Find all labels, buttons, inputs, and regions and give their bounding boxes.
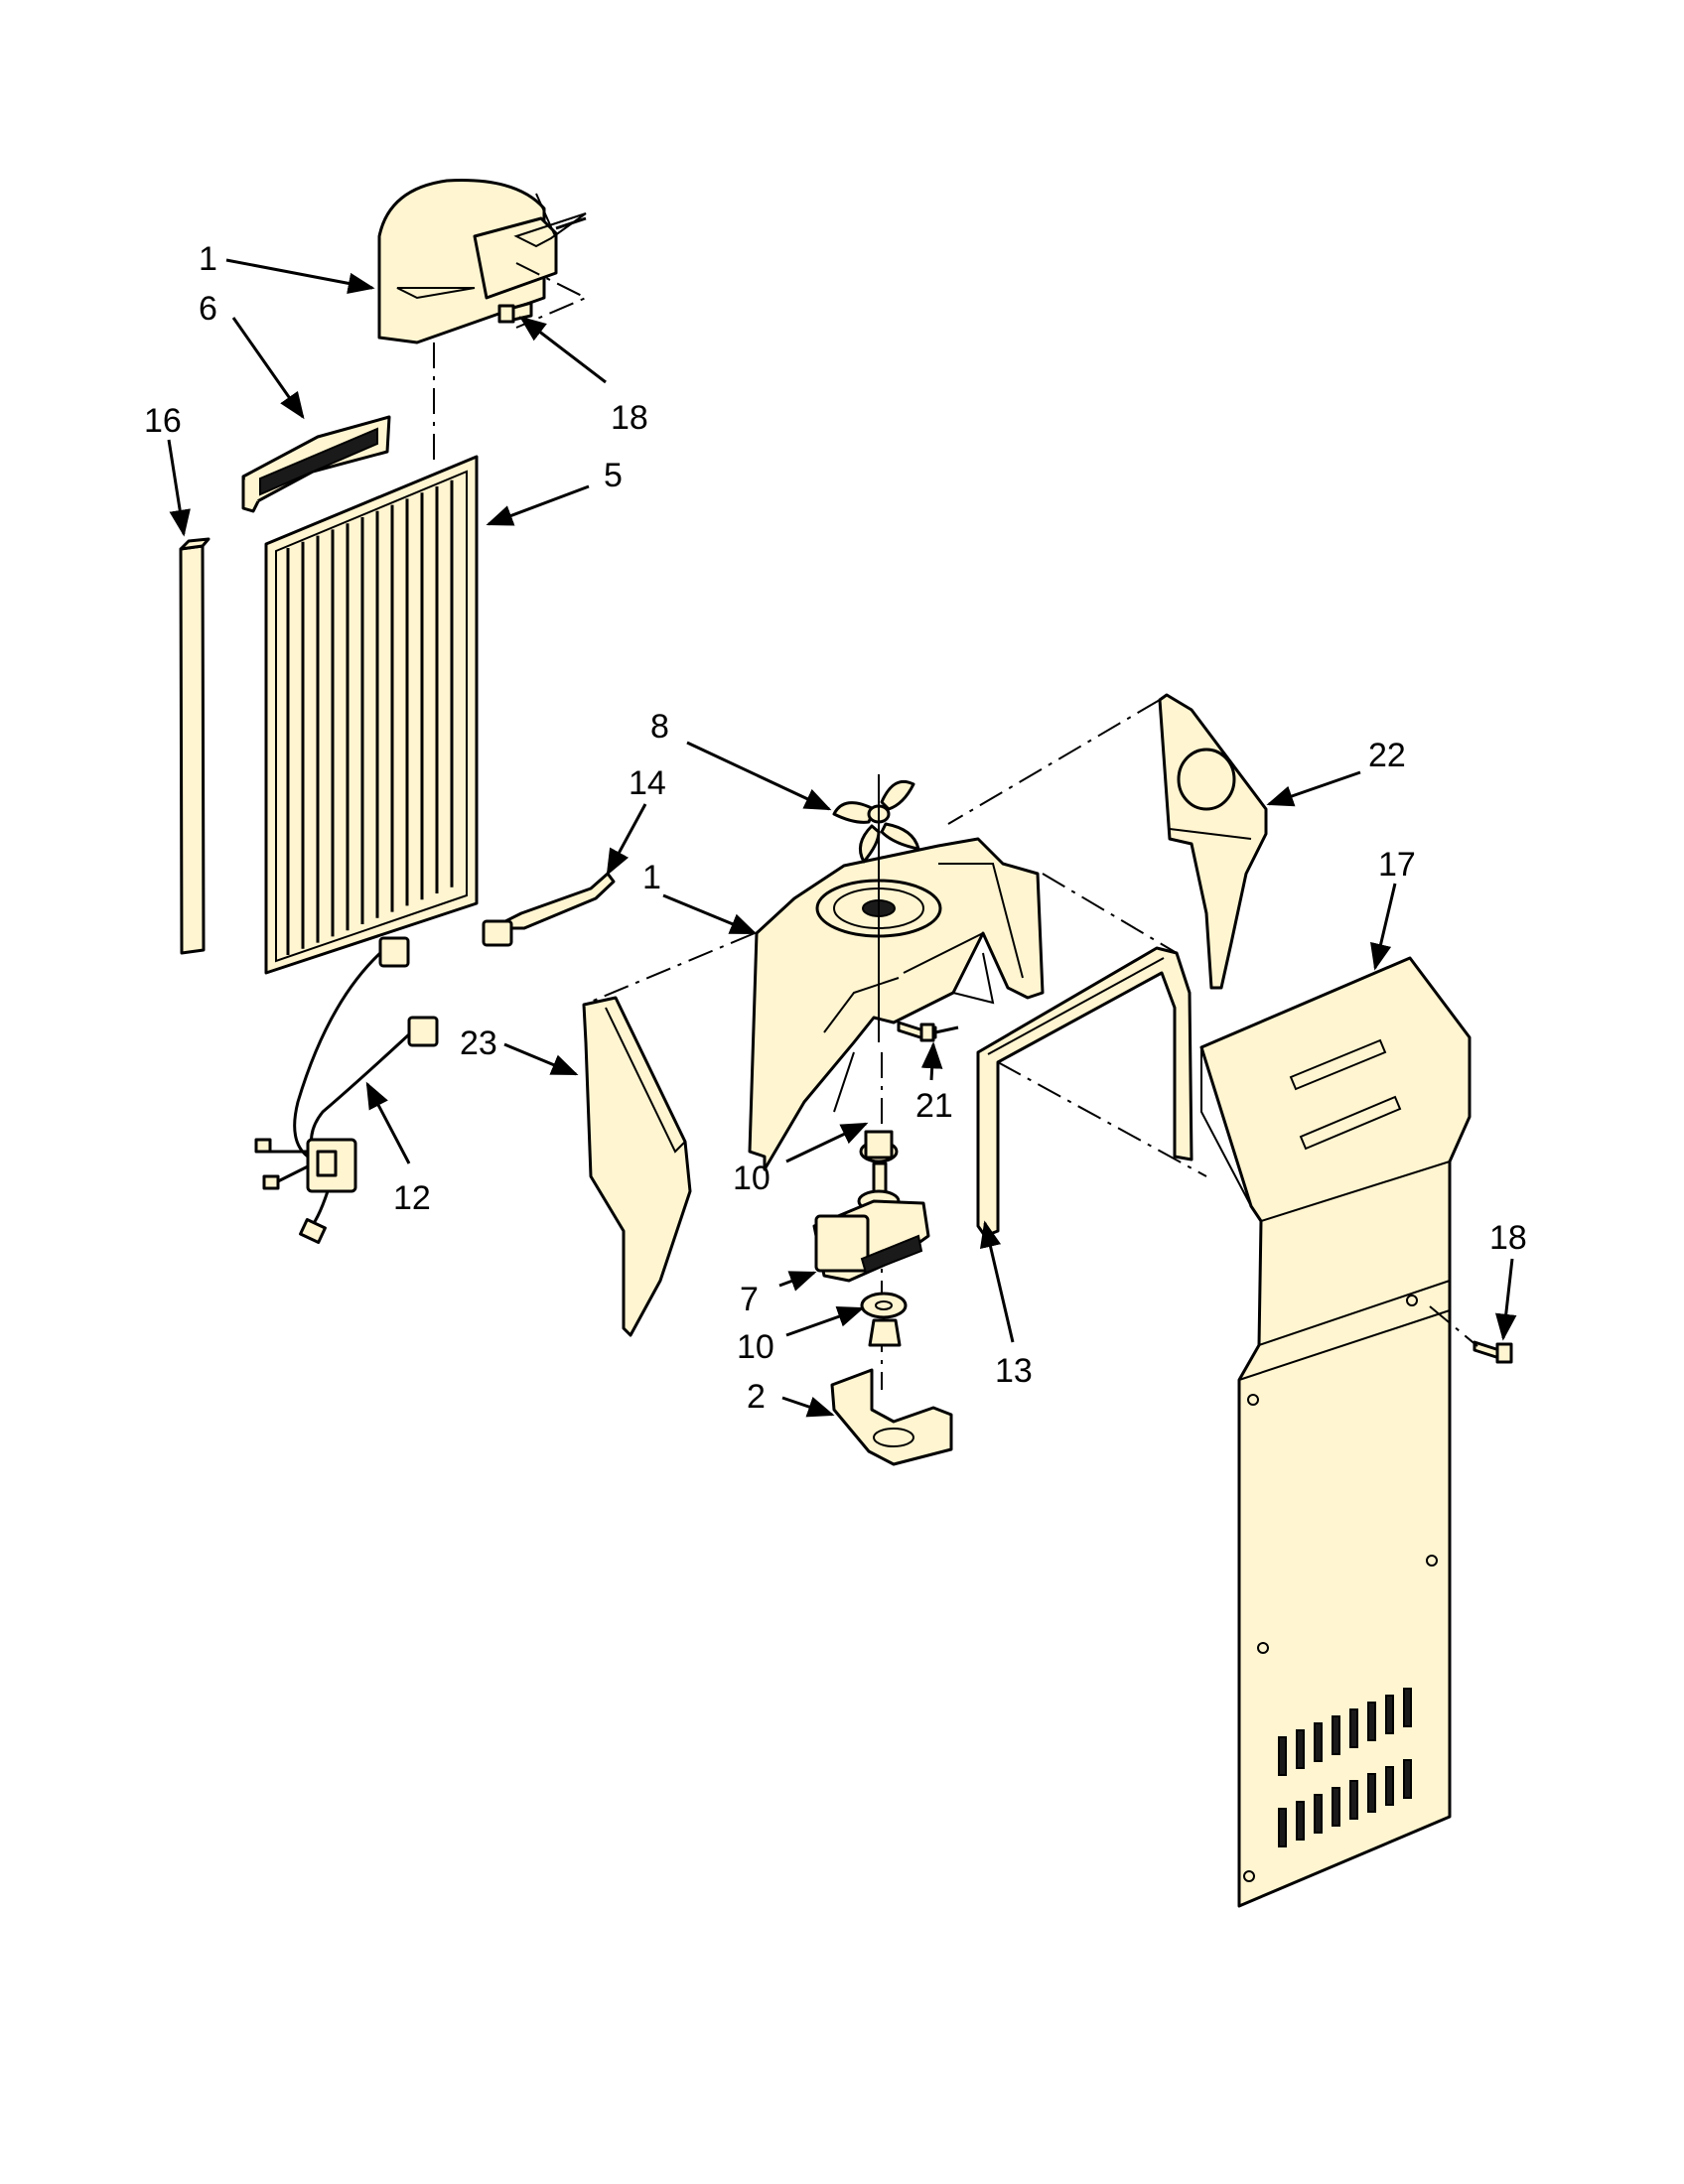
leader-arrows (167, 258, 1517, 1418)
vent-slot (1278, 1808, 1287, 1847)
duct-cover-part (377, 179, 589, 344)
callout-13: 13 (995, 1352, 1033, 1390)
vent-slot (1296, 1729, 1305, 1769)
callout-10-upper: 10 (733, 1160, 771, 1197)
insulation-strip-part (179, 537, 210, 955)
callout-17: 17 (1378, 846, 1416, 884)
left-baffle-part (582, 996, 692, 1337)
callout-22: 22 (1368, 737, 1406, 774)
callout-18-side: 18 (1489, 1219, 1527, 1257)
rear-panel-part (1199, 956, 1472, 1908)
vent-slot (1349, 1708, 1358, 1748)
evaporator-coil-part (264, 455, 479, 975)
vent-slot (1278, 1736, 1287, 1776)
callout-21: 21 (915, 1087, 953, 1125)
vent-slot (1385, 1695, 1394, 1734)
vent-slot (1403, 1759, 1412, 1799)
screw-18-top-part (497, 301, 533, 324)
vent-slot (1367, 1773, 1376, 1813)
vent-slot (1314, 1794, 1323, 1834)
vent-slot (1385, 1766, 1394, 1806)
screw-18-side-part (1473, 1340, 1513, 1364)
vent-slot (1367, 1702, 1376, 1741)
vent-slot (1314, 1722, 1323, 1762)
vent-slot (1296, 1801, 1305, 1841)
callout-1: 1 (642, 859, 661, 896)
gasket-part (976, 946, 1193, 1238)
callout-12: 12 (393, 1179, 431, 1217)
callout-2: 2 (747, 1378, 766, 1416)
wire-harness-part (254, 936, 439, 1244)
screw-21-part (897, 1021, 935, 1042)
callout-10-lower: 10 (737, 1328, 774, 1366)
callout-18: 18 (611, 399, 648, 437)
sensor-bracket-part (482, 872, 616, 947)
assembly-lines (433, 342, 1478, 1347)
callout-5: 5 (604, 457, 623, 494)
filter-housing-part (241, 415, 391, 513)
callout-16: 16 (144, 402, 182, 440)
vent-slot (1349, 1780, 1358, 1820)
motor-assembly-part (812, 1052, 953, 1466)
callout-23: 23 (460, 1024, 497, 1062)
callout-3: 1 (199, 240, 217, 278)
callout-14: 14 (629, 764, 666, 802)
right-baffle-part (1158, 693, 1268, 990)
callout-8: 8 (650, 708, 669, 746)
vent-slot (1403, 1688, 1412, 1727)
vent-slot (1332, 1787, 1340, 1827)
callout-6: 6 (199, 290, 217, 328)
callout-labels: 1 6 18 16 5 8 22 14 17 1 23 21 12 10 18 … (144, 240, 1527, 1416)
vent-slot (1332, 1715, 1340, 1755)
fan-blade-part (832, 774, 920, 1042)
callout-7: 7 (740, 1281, 759, 1318)
